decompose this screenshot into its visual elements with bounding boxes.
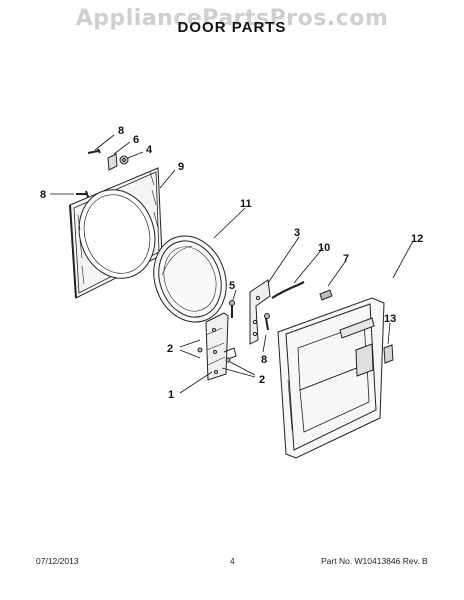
callout-11: 11 [240,198,252,210]
clip-4 [119,155,129,165]
callout-8: 8 [40,189,46,201]
footer-page-number: 4 [230,556,235,566]
callout-8: 8 [261,354,267,366]
wire-harness [271,281,305,299]
page-title: DOOR PARTS [177,19,287,36]
screw-7 [319,289,333,301]
lower-hinge-bracket [205,312,237,381]
door-glass [153,235,227,323]
hinge [249,279,271,345]
callout-8: 8 [118,125,124,137]
door-latch [383,344,394,364]
screws-2 [197,347,231,363]
outer-door-panel [277,297,385,459]
screw-8-hinge [264,313,270,331]
screw-5 [229,300,235,318]
clip-6 [107,153,118,171]
callout-2: 2 [167,343,173,355]
callout-3: 3 [294,227,300,239]
callout-2: 2 [259,374,265,386]
screw-8-left [76,190,89,198]
callout-5: 5 [229,280,235,292]
footer-part-number: Part No. W10413846 Rev. B [321,556,428,566]
callout-10: 10 [318,242,330,254]
callout-1: 1 [168,389,174,401]
leader-lines [50,134,414,394]
callout-12: 12 [411,233,423,245]
door-inner-frame [69,167,163,299]
callout-9: 9 [178,161,184,173]
screw-8-top [87,148,101,154]
footer-date: 07/12/2013 [36,556,79,566]
callout-7: 7 [343,253,349,265]
callout-6: 6 [133,134,139,146]
watermark-text: AppliancePartsPros.com [75,6,389,31]
callout-13: 13 [384,313,396,325]
callout-4: 4 [146,144,153,156]
